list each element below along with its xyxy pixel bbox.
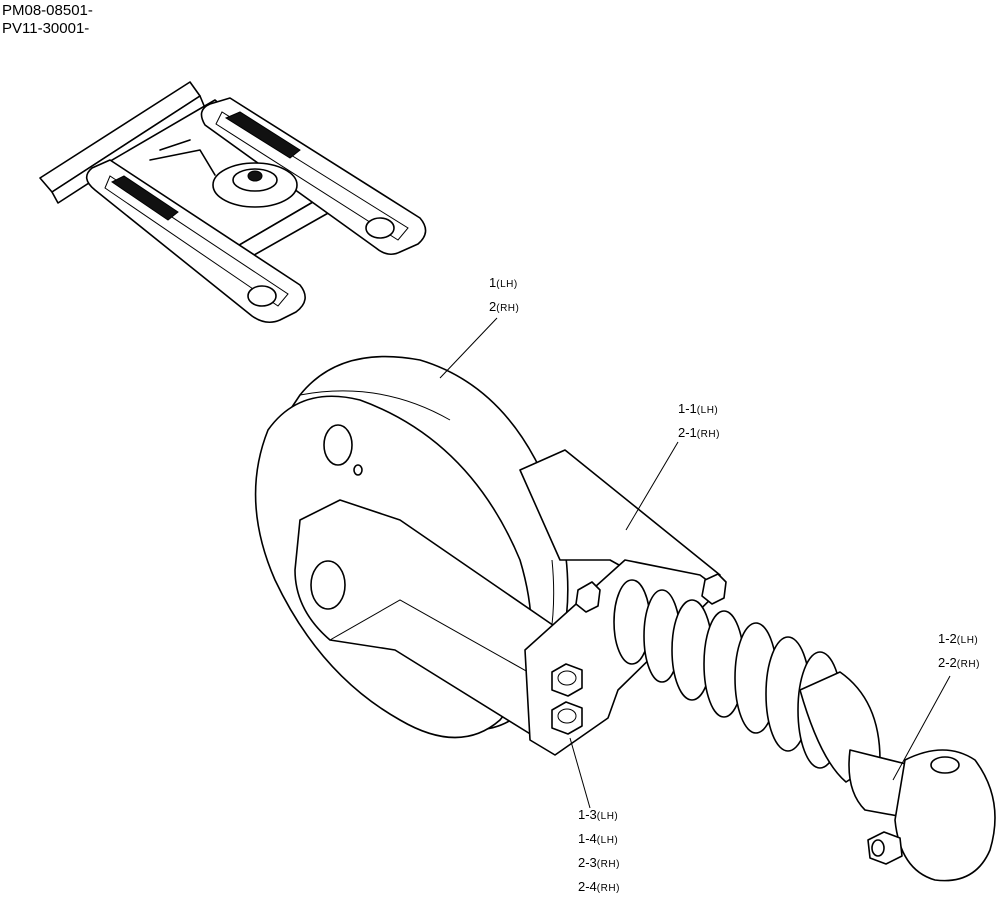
front-idler-assembly-icon	[254, 355, 996, 882]
bellows-boot	[613, 579, 843, 769]
callout-side: (LH)	[596, 835, 619, 846]
leader-lines	[439, 317, 951, 809]
leader-rod	[892, 675, 951, 781]
bolt-lower	[551, 701, 583, 735]
callout-side: (RH)	[696, 429, 720, 440]
leader-bolts	[569, 737, 591, 809]
callout-side: (LH)	[696, 405, 719, 416]
serial-range-1: PM08-08501-	[2, 2, 93, 19]
callout-num: 1-2	[938, 631, 957, 646]
callout-side: (RH)	[596, 883, 620, 894]
callout-side: (LH)	[956, 635, 979, 646]
callout-num: 2-4	[578, 879, 597, 894]
callout-num: 2-3	[578, 855, 597, 870]
undercarriage-overview-icon	[39, 81, 427, 324]
callout-num: 2-1	[678, 425, 697, 440]
bolt-upper	[551, 663, 583, 697]
callout-num: 1	[489, 275, 497, 290]
callout-num: 1-1	[678, 401, 697, 416]
callout-bolts: 1-3(LH) 1-4(LH) 2-3(RH) 2-4(RH)	[578, 804, 620, 900]
callout-num: 1-4	[578, 831, 597, 846]
callout-side: (LH)	[496, 279, 518, 290]
callout-side: (RH)	[956, 659, 980, 670]
callout-num: 1-3	[578, 807, 597, 822]
callout-num: 2	[489, 299, 497, 314]
serial-range-2: PV11-30001-	[2, 20, 90, 37]
leader-cylinder	[625, 441, 679, 531]
callout-idler: 1(LH) 2(RH)	[489, 272, 519, 320]
callout-side: (RH)	[496, 303, 520, 314]
callout-num: 2-2	[938, 655, 957, 670]
callout-side: (RH)	[596, 859, 620, 870]
callout-side: (LH)	[596, 811, 619, 822]
callout-rod: 1-2(LH) 2-2(RH)	[938, 628, 980, 676]
callout-cylinder: 1-1(LH) 2-1(RH)	[678, 398, 720, 446]
leader-idler	[439, 317, 498, 379]
